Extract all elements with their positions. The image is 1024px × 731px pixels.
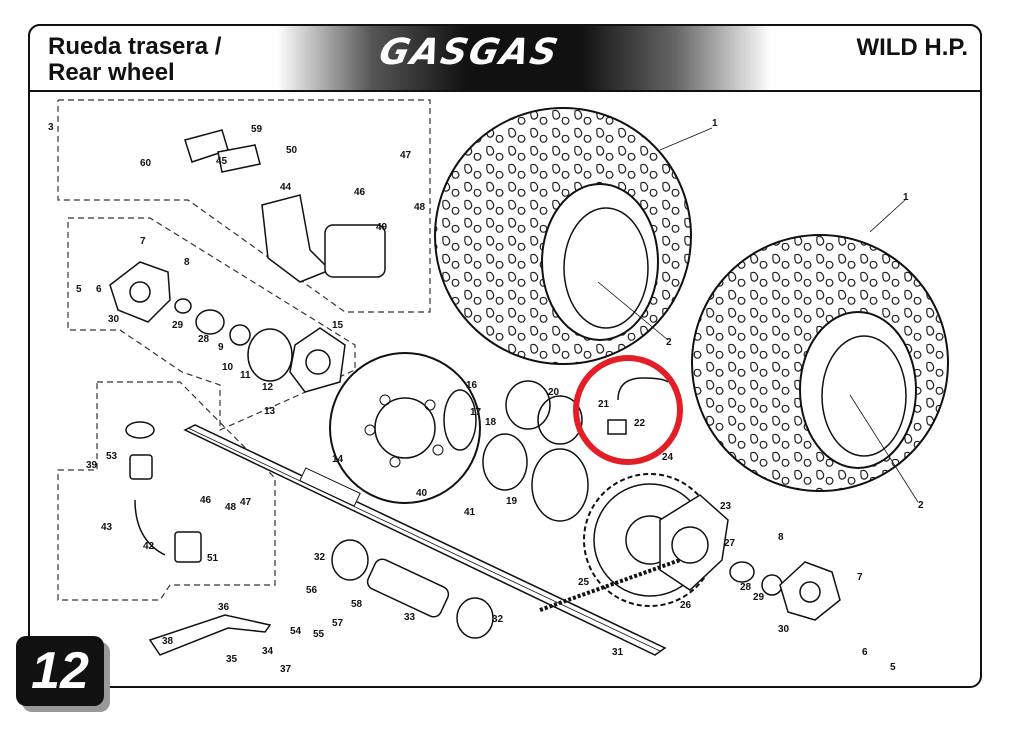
callout-38: 38 — [162, 636, 174, 647]
callout-5a: 5 — [76, 284, 82, 295]
callout-2b: 2 — [918, 500, 924, 511]
callout-20: 20 — [548, 387, 560, 398]
callout-59: 59 — [251, 124, 263, 135]
model-name: WILD H.P. — [856, 34, 968, 61]
callout-28a: 28 — [198, 334, 210, 345]
callout-16: 16 — [466, 380, 478, 391]
leader-lines — [597, 127, 919, 503]
callout-56: 56 — [306, 585, 318, 596]
o-rings — [505, 380, 583, 445]
sprocket-carrier — [659, 494, 729, 591]
callout-28b: 28 — [740, 582, 752, 593]
callout-10: 10 — [222, 362, 234, 373]
callout-29a: 29 — [172, 320, 184, 331]
callout-labels: 1122355667788910111213141516171819202122… — [48, 118, 924, 675]
callout-36: 36 — [218, 602, 230, 613]
callout-30b: 30 — [778, 624, 790, 635]
callout-8b: 8 — [778, 532, 784, 543]
callout-17: 17 — [470, 407, 482, 418]
brake-caliper — [184, 129, 386, 283]
callout-48a: 48 — [414, 202, 426, 213]
hub-parts — [174, 298, 783, 639]
callout-30a: 30 — [108, 314, 120, 325]
callout-41: 41 — [464, 507, 476, 518]
callout-46b: 46 — [200, 495, 212, 506]
page-number: 12 — [16, 636, 104, 706]
tire-rear-right — [691, 234, 949, 492]
callout-46a: 46 — [354, 187, 366, 198]
callout-11: 11 — [240, 370, 251, 381]
callout-29b: 29 — [753, 592, 765, 603]
callout-21: 21 — [598, 399, 610, 410]
callout-22: 22 — [634, 418, 646, 429]
callout-54: 54 — [290, 626, 302, 637]
brake-pedal-assembly — [125, 421, 272, 656]
callout-57: 57 — [332, 618, 344, 629]
callout-31: 31 — [612, 647, 624, 658]
callout-40: 40 — [416, 488, 428, 499]
callout-48b: 48 — [225, 502, 237, 513]
sensor-part — [607, 377, 669, 435]
callout-50: 50 — [286, 145, 298, 156]
title-spanish: Rueda trasera / — [48, 33, 222, 60]
callout-7b: 7 — [857, 572, 863, 583]
callout-47a: 47 — [400, 150, 412, 161]
callout-19: 19 — [506, 496, 518, 507]
callout-39: 39 — [86, 460, 98, 471]
callout-25: 25 — [578, 577, 590, 588]
title-english: Rear wheel — [48, 59, 175, 86]
callout-43: 43 — [101, 522, 113, 533]
assembly-outlines — [57, 99, 431, 601]
callout-60: 60 — [140, 158, 152, 169]
callout-55: 55 — [313, 629, 325, 640]
callout-42: 42 — [143, 541, 155, 552]
callout-15: 15 — [332, 320, 344, 331]
callout-1a: 1 — [712, 118, 718, 129]
callout-47b: 47 — [240, 497, 252, 508]
callout-23: 23 — [720, 501, 732, 512]
tire-rear-left — [434, 107, 692, 365]
callout-5b: 5 — [890, 662, 896, 673]
brake-disc — [329, 352, 481, 504]
highlight-circle — [573, 355, 683, 465]
page-title: Rueda trasera / Rear wheel — [48, 34, 221, 86]
callout-58: 58 — [351, 599, 363, 610]
callout-53: 53 — [106, 451, 118, 462]
callout-32b: 32 — [492, 614, 504, 625]
callout-33: 33 — [404, 612, 416, 623]
callout-13: 13 — [264, 406, 276, 417]
callout-2a: 2 — [666, 337, 672, 348]
callout-9: 9 — [218, 342, 224, 353]
rear-axle — [183, 424, 667, 656]
callout-51: 51 — [207, 553, 219, 564]
callout-26: 26 — [680, 600, 692, 611]
callout-1b: 1 — [903, 192, 909, 203]
callout-12: 12 — [262, 382, 274, 393]
callout-6a: 6 — [96, 284, 102, 295]
callout-6b: 6 — [862, 647, 868, 658]
callout-24: 24 — [662, 452, 674, 463]
callout-8a: 8 — [184, 257, 190, 268]
callout-14: 14 — [332, 454, 344, 465]
callout-18: 18 — [485, 417, 497, 428]
callout-37: 37 — [280, 664, 292, 675]
callout-49: 49 — [376, 222, 388, 233]
header-bar: Rueda trasera / Rear wheel GASGAS WILD H… — [28, 24, 982, 92]
callout-27: 27 — [724, 538, 736, 549]
callout-44: 44 — [280, 182, 292, 193]
callout-45: 45 — [216, 156, 228, 167]
callout-7a: 7 — [140, 236, 146, 247]
wheel-hubs — [109, 261, 841, 621]
callout-3: 3 — [48, 122, 54, 133]
callout-35: 35 — [226, 654, 238, 665]
callout-32a: 32 — [314, 552, 326, 563]
callout-34: 34 — [262, 646, 274, 657]
